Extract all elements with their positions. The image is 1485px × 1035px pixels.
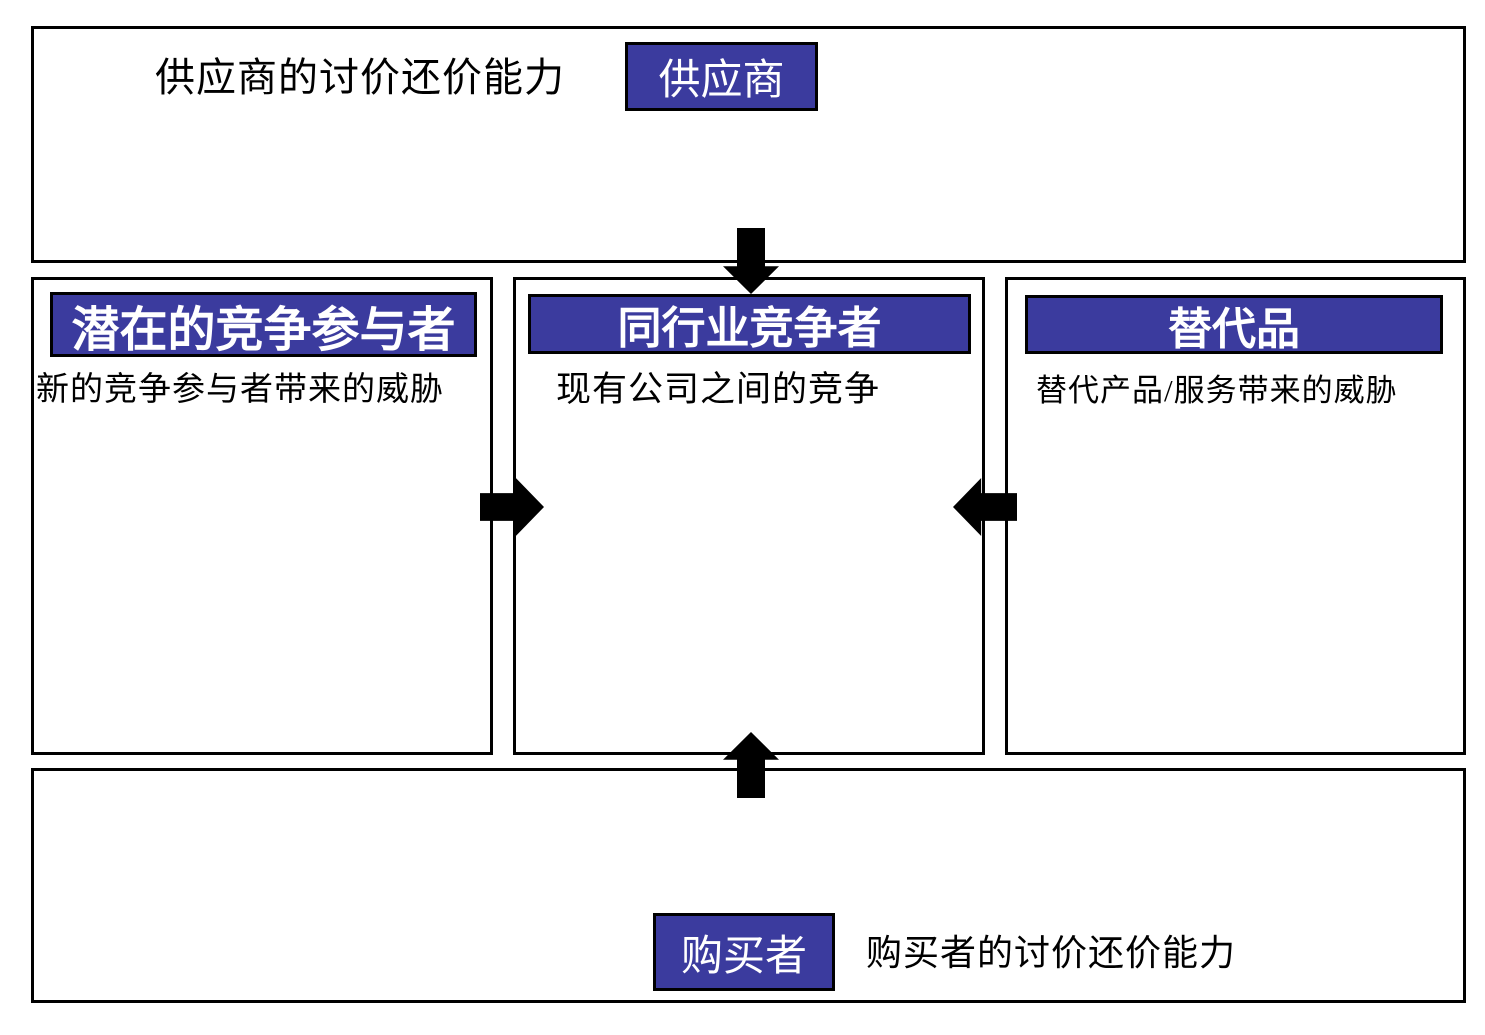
existing-rivalry-label: 现有公司之间的竞争 — [556, 370, 881, 409]
industry-rivals-header: 同行业竞争者 — [528, 294, 971, 354]
buyers-box: 购买者 — [653, 913, 835, 991]
potential-entrants-header: 潜在的竞争参与者 — [50, 292, 477, 357]
substitutes-section-box — [1005, 277, 1466, 755]
new-entrants-threat-label: 新的竞争参与者带来的威胁 — [36, 372, 444, 408]
substitutes-threat-label: 替代产品/服务带来的威胁 — [1036, 373, 1398, 408]
suppliers-box: 供应商 — [625, 42, 818, 111]
suppliers-power-label: 供应商的讨价还价能力 — [155, 55, 565, 100]
buyers-power-label: 购买者的讨价还价能力 — [866, 933, 1237, 973]
substitutes-header: 替代品 — [1025, 295, 1443, 354]
